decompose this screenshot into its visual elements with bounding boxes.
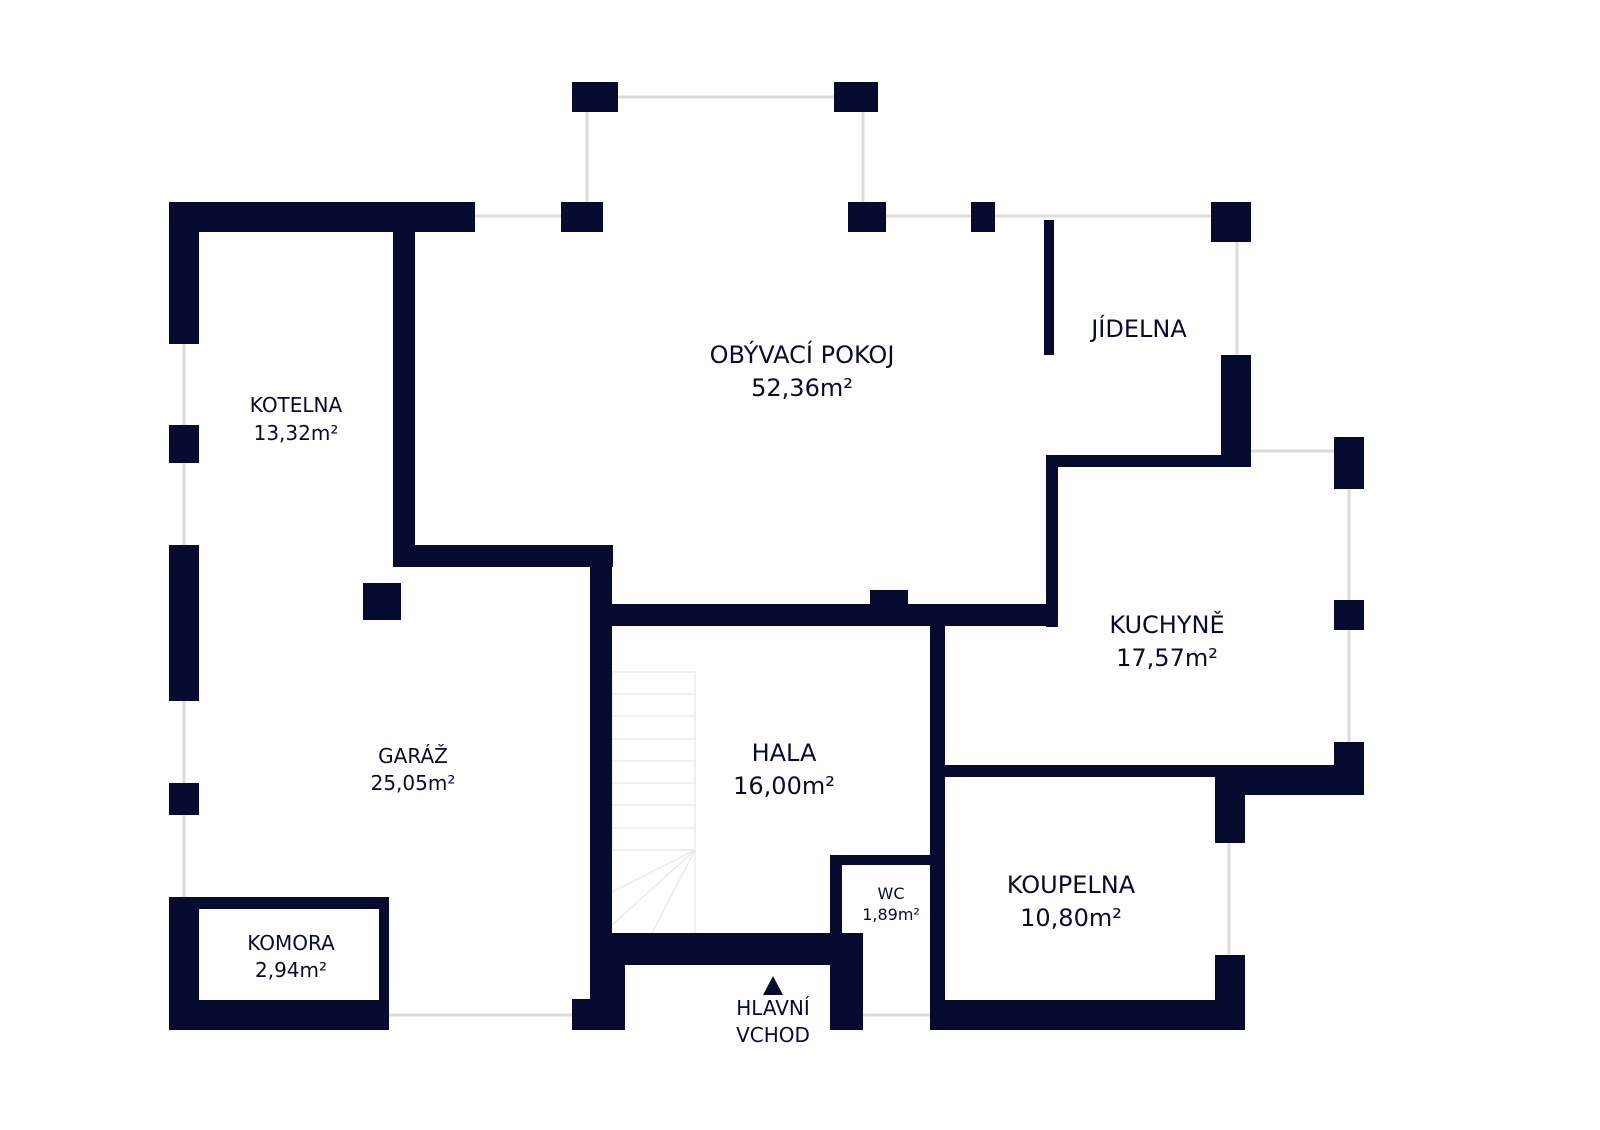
- room-kotelna: KOTELNA 13,32m²: [250, 393, 343, 445]
- room-garaz: GARÁŽ 25,05m²: [371, 744, 456, 795]
- room-area: 1,89m²: [862, 905, 920, 924]
- room-obyvaci-pokoj: OBÝVACÍ POKOJ 52,36m²: [710, 340, 895, 402]
- room-name: KUCHYNĚ: [1109, 610, 1224, 639]
- room-area: 2,94m²: [255, 958, 327, 982]
- room-name: KOTELNA: [250, 393, 343, 417]
- stairs: [611, 671, 696, 934]
- room-area: 13,32m²: [254, 421, 339, 445]
- room-name: WC: [878, 884, 905, 903]
- room-area: 52,36m²: [751, 374, 853, 402]
- room-koupelna: KOUPELNA 10,80m²: [1007, 871, 1136, 932]
- windows: [182, 95, 1351, 1017]
- main-entrance: HLAVNÍ VCHOD: [736, 976, 810, 1047]
- room-wc: WC 1,89m²: [862, 884, 920, 924]
- room-area: 17,57m²: [1116, 644, 1218, 672]
- room-jidelna: JÍDELNA: [1089, 314, 1187, 343]
- entrance-label-line2: VCHOD: [736, 1023, 810, 1047]
- room-name: OBÝVACÍ POKOJ: [710, 340, 895, 369]
- room-komora: KOMORA 2,94m²: [247, 931, 335, 982]
- room-name: JÍDELNA: [1089, 314, 1187, 343]
- walls: [169, 82, 1364, 1030]
- room-area: 16,00m²: [733, 772, 835, 800]
- entrance-label-line1: HLAVNÍ: [736, 996, 810, 1020]
- room-hala: HALA 16,00m²: [733, 739, 835, 800]
- room-area: 10,80m²: [1020, 904, 1122, 932]
- room-area: 25,05m²: [371, 771, 456, 795]
- room-name: HALA: [752, 739, 817, 767]
- entrance-arrow-icon: [763, 976, 783, 995]
- room-name: GARÁŽ: [378, 744, 448, 768]
- room-name: KOUPELNA: [1007, 871, 1136, 899]
- room-name: KOMORA: [247, 931, 335, 955]
- room-kuchyne: KUCHYNĚ 17,57m²: [1109, 610, 1224, 672]
